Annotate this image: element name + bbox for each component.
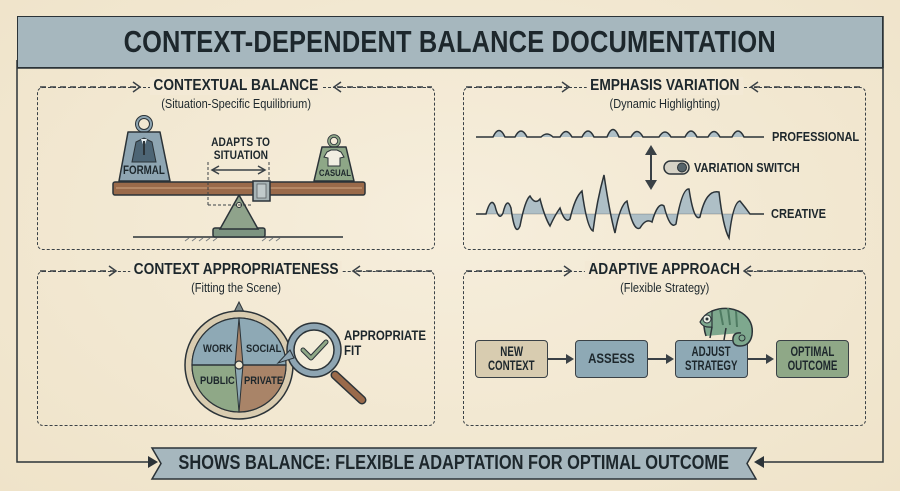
appropriate-fit-label-line2: FIT [344,343,362,358]
panel-title-emphasis-variation: EMPHASIS VARIATION [463,77,866,95]
title-banner: CONTEXT-DEPENDENT BALANCE DOCUMENTATION [17,16,883,68]
double-arrow-icon [210,165,267,175]
formal-weight-icon [118,115,171,182]
quadrant-private: PRIVATE [244,375,284,387]
quadrant-public: PUBLIC [200,375,235,387]
vertical-double-arrow-icon [645,145,657,190]
panel-subtitle-contextual-balance: (Situation-Specific Equilibrium) [161,97,311,111]
panel-subtitle-context-appropriateness: (Fitting the Scene) [191,281,281,295]
creative-label: CREATIVE [771,206,827,221]
page-title: CONTEXT-DEPENDENT BALANCE DOCUMENTATION [123,24,777,59]
panel-title-contextual-balance: CONTEXTUAL BALANCE [37,77,435,95]
adapts-label-line1: ADAPTS TO [211,135,271,149]
tshirt-icon [323,149,345,167]
professional-label: PROFESSIONAL [772,129,860,144]
footer-banner-text: SHOWS BALANCE: FLEXIBLE ADAPTATION FOR O… [178,452,730,474]
appropriate-fit-label-line1: APPROPRIATE [344,328,427,343]
panel-title-adaptive-approach: ADAPTIVE APPROACH [463,261,866,279]
arrow-right-icon [648,354,674,364]
creative-wave [476,174,764,241]
adapts-label-line2: SITUATION [213,148,269,162]
professional-wave [476,128,764,138]
fulcrum-icon [212,193,266,238]
quadrant-social: SOCIAL [246,343,282,355]
formal-label: FORMAL [123,165,165,177]
arrow-right-icon [748,354,774,364]
variation-switch-label: VARIATION SWITCH [694,160,800,175]
casual-weight-icon [313,134,355,182]
panel-title-context-appropriateness: CONTEXT APPROPRIATENESS [37,261,435,279]
suit-icon [131,137,157,163]
toggle-switch-icon [663,160,690,175]
casual-label: CASUAL [319,168,351,178]
footer-banner: SHOWS BALANCE: FLEXIBLE ADAPTATION FOR O… [150,447,758,480]
quadrant-work: WORK [203,343,233,355]
flow-step-assess: ASSESS [575,340,648,378]
panel-subtitle-emphasis-variation: (Dynamic Highlighting) [609,97,720,111]
panel-subtitle-adaptive-approach: (Flexible Strategy) [619,281,710,295]
arrow-right-icon [548,354,574,364]
